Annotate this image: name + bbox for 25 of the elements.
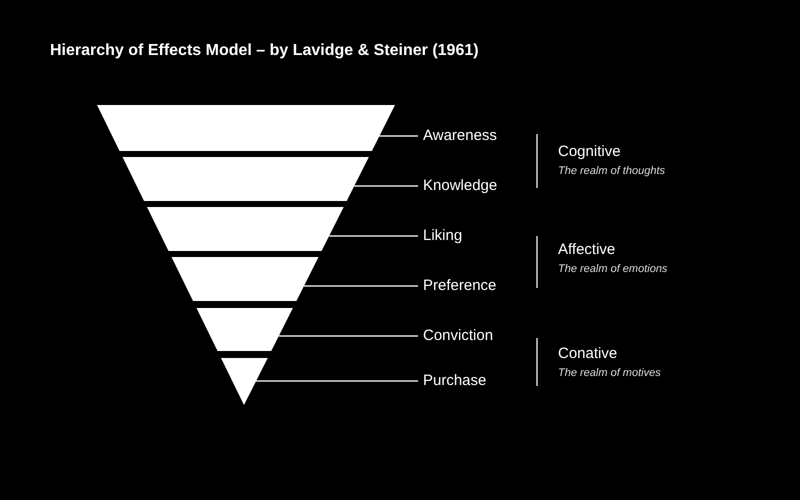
leader-line [329,235,418,237]
stage-label: Purchase [423,372,486,390]
funnel-segment [220,358,268,405]
stage-label: Conviction [423,327,494,345]
category-heading: Cognitive [558,143,621,161]
funnel-segment [171,257,319,301]
category-description: The realm of emotions [558,262,668,276]
title: Hierarchy of Effects Model – by Lavidge & Steiner (1961) [50,42,479,60]
leader-line [278,335,418,337]
funnel-segment [97,105,395,151]
funnel-segment [146,207,344,251]
category-description: The realm of thoughts [558,164,666,178]
stage-label: Liking [423,227,462,245]
category-description: The realm of motives [558,366,661,380]
stage-label: Preference [423,277,496,295]
funnel-segment [196,308,293,351]
leader-line [256,380,418,382]
category-heading: Affective [558,241,616,259]
leader-line [379,135,418,137]
category-heading: Conative [558,345,618,363]
leader-line [354,185,418,187]
stage-label: Knowledge [423,177,498,195]
funnel-segment [122,157,369,201]
leader-line [304,285,418,287]
stage-label: Awareness [423,127,497,145]
